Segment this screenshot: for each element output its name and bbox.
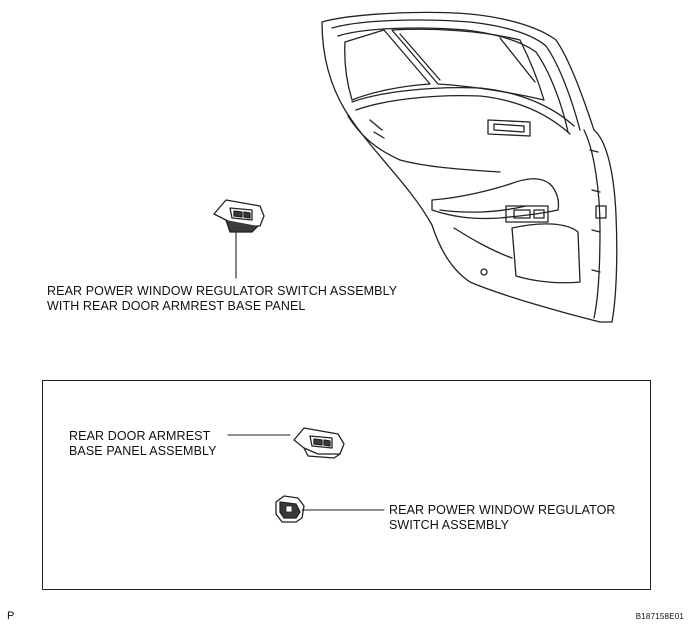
switch-assembly-with-base-panel-label: REAR POWER WINDOW REGULATOR SWITCH ASSEM…: [47, 284, 398, 313]
armrest-base-panel-part: [227, 427, 345, 459]
detail-view-frame: [42, 380, 651, 590]
rear-door-illustration: [321, 11, 618, 323]
switch-with-base-panel: [213, 199, 265, 279]
armrest-base-panel-label: REAR DOOR ARMREST BASE PANEL ASSEMBLY: [69, 429, 217, 458]
window-regulator-switch-label: REAR POWER WINDOW REGULATOR SWITCH ASSEM…: [389, 503, 616, 532]
window-regulator-switch-part: [275, 495, 385, 523]
corner-mark: P: [7, 610, 15, 622]
figure-id: B187158E01: [635, 612, 684, 621]
